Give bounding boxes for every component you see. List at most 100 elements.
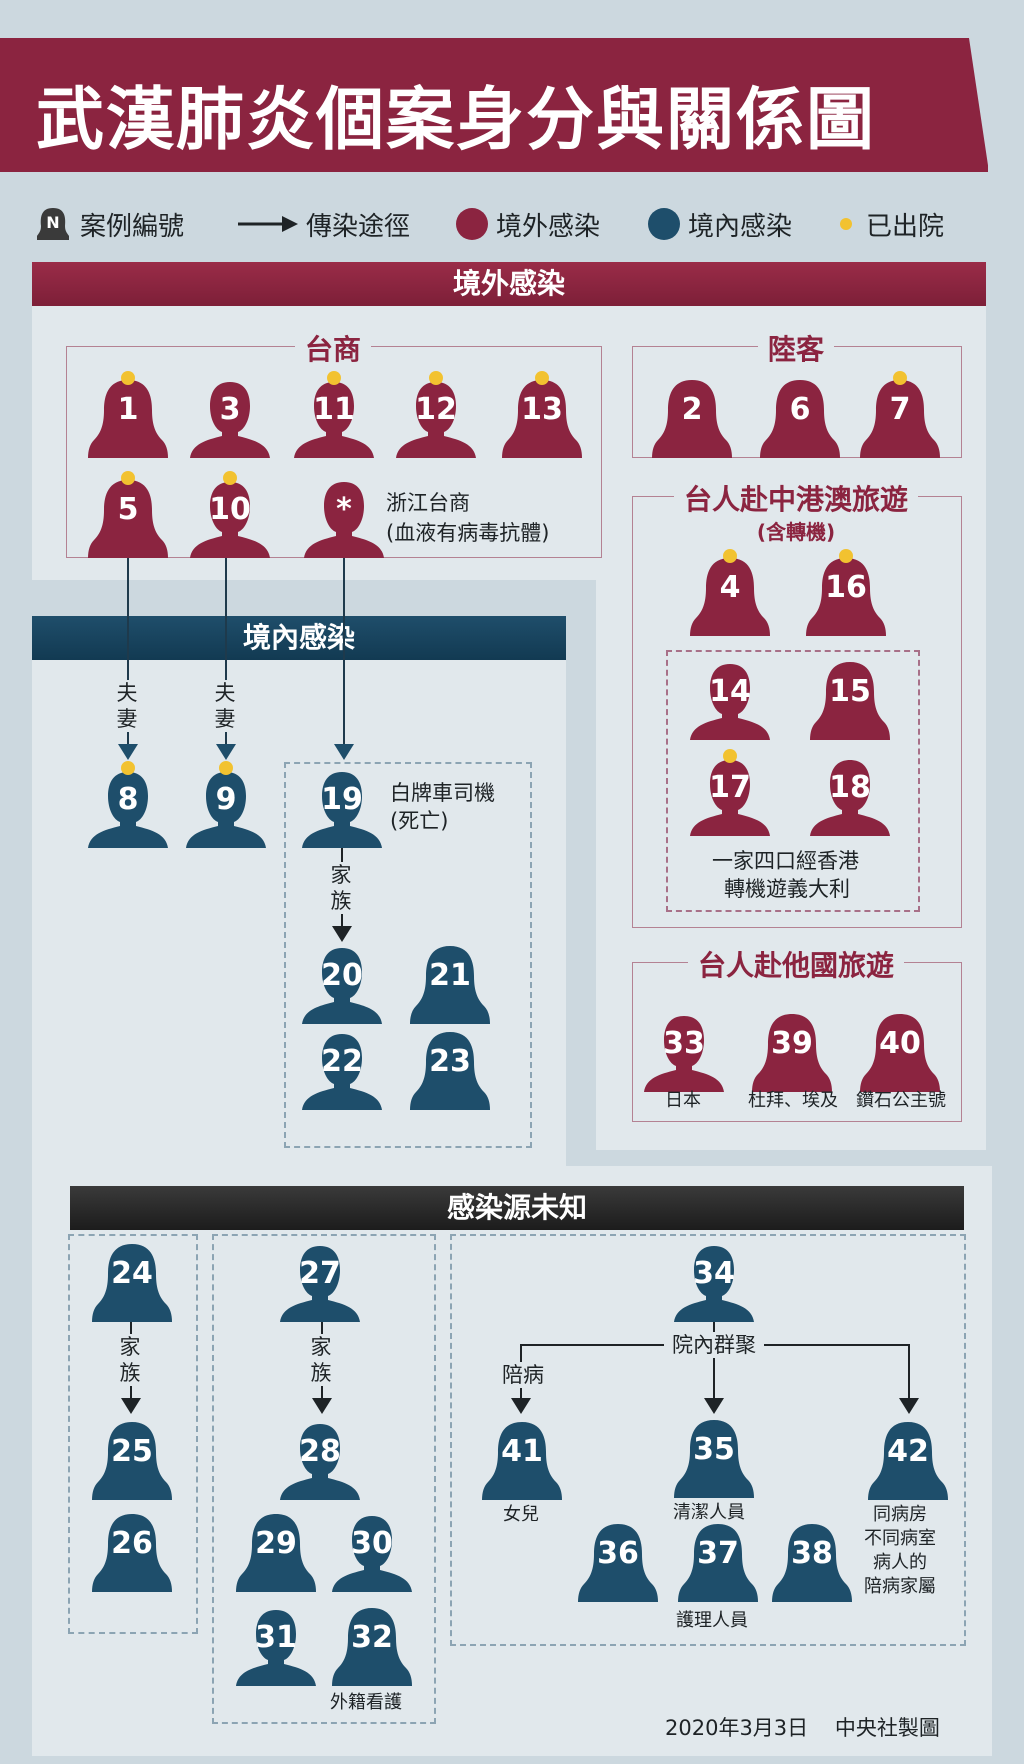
note-room-family-3: 病人的 (873, 1552, 927, 1573)
case-number: 3 (219, 392, 241, 427)
discharged-dot (893, 371, 907, 385)
title-banner: 武漢肺炎個案身分與關係圖 (0, 38, 989, 172)
legend-imported: 境外感染 (456, 204, 600, 244)
unknown-section-header: 感染源未知 (70, 1186, 964, 1230)
note-cleaner: 清潔人員 (673, 1502, 745, 1523)
case-number: 41 (501, 1434, 543, 1469)
note-family-italy-2: 轉機遊義大利 (724, 877, 850, 901)
case-1: 1 (84, 371, 172, 458)
person-silhouette-icon (190, 482, 270, 558)
arrowhead (511, 1398, 531, 1414)
case-number: 37 (697, 1536, 739, 1571)
note-foreign-caregiver: 外籍看護 (330, 1692, 402, 1713)
case-number: 21 (429, 958, 471, 993)
case-number: 8 (117, 782, 139, 817)
person-silhouette-icon (752, 1014, 832, 1092)
case-19: 19 (298, 768, 386, 848)
case-number: 19 (321, 782, 363, 817)
person-silhouette-icon (186, 772, 266, 848)
discharged-dot (121, 371, 135, 385)
arrowhead (332, 926, 352, 942)
group-hospital-cluster (450, 1234, 966, 1646)
line-5-8 (127, 556, 129, 746)
case-badge-text: N (46, 213, 59, 232)
legend-local: 境內感染 (648, 204, 792, 244)
person-silhouette-icon (92, 1244, 172, 1322)
group-title-travel-cn: 台人赴中港澳旅遊 (673, 478, 919, 518)
person-silhouette-icon (410, 1032, 490, 1110)
case-18: 18 (806, 756, 894, 836)
person-silhouette-icon (88, 772, 168, 848)
discharged-dot (121, 471, 135, 485)
person-silhouette-icon (236, 1610, 316, 1686)
case-38: 38 (768, 1522, 856, 1602)
case-number: 34 (693, 1256, 735, 1291)
case-25: 25 (88, 1420, 176, 1500)
arrowhead (121, 1398, 141, 1414)
person-silhouette-icon (294, 382, 374, 458)
case-number: 40 (879, 1026, 921, 1061)
arrowhead (216, 744, 236, 760)
person-silhouette-icon (860, 380, 940, 458)
case-42: 42 (864, 1420, 952, 1500)
case-36: 36 (574, 1522, 662, 1602)
footer-date: 2020年3月3日 (665, 1716, 809, 1740)
case-number: 2 (681, 392, 703, 427)
case-number: 31 (255, 1620, 297, 1655)
person-silhouette-icon (652, 380, 732, 458)
case-12: 12 (392, 371, 480, 458)
discharged-dot (223, 471, 237, 485)
case-number: 6 (789, 392, 811, 427)
person-silhouette-icon (92, 1514, 172, 1592)
group-title-luke: 陸客 (757, 328, 835, 368)
case-14: 14 (686, 660, 774, 740)
group-subtitle-travel-cn: (含轉機) (746, 516, 846, 545)
case-number: 23 (429, 1044, 471, 1079)
case-number: 22 (321, 1044, 363, 1079)
case-37: 37 (674, 1522, 762, 1602)
case-number: 16 (825, 570, 867, 605)
person-silhouette-icon (88, 380, 168, 458)
case-number: 5 (117, 492, 139, 527)
case-39: 39 (748, 1012, 836, 1092)
relation-family-24: 家族 (118, 1334, 142, 1386)
legend-transmission: 傳染途徑 (238, 204, 410, 244)
case-number: 12 (415, 392, 457, 427)
person-silhouette-icon (674, 1420, 754, 1498)
person-silhouette-icon (302, 948, 382, 1024)
note-room-family-1: 同病房 (873, 1504, 927, 1525)
person-silhouette-icon (578, 1524, 658, 1602)
arrowhead (312, 1398, 332, 1414)
note-nurse: 護理人員 (676, 1610, 748, 1631)
person-silhouette-icon (396, 382, 476, 458)
group-title-taishang: 台商 (294, 328, 372, 368)
person-silhouette-icon (190, 382, 270, 458)
arrowhead (704, 1398, 724, 1414)
case-26: 26 (88, 1512, 176, 1592)
person-silhouette-icon (502, 380, 582, 458)
relation-couple-2: 夫妻 (213, 680, 237, 732)
arrowhead (118, 744, 138, 760)
note-room-family-4: 陪病家屬 (864, 1576, 936, 1597)
person-silhouette-icon (678, 1524, 758, 1602)
person-silhouette-icon (868, 1422, 948, 1500)
person-silhouette-icon (410, 946, 490, 1024)
case-35: 35 (670, 1418, 758, 1498)
arrowhead (334, 744, 354, 760)
arrowhead (899, 1398, 919, 1414)
case-number: 1 (117, 392, 139, 427)
discharged-dot (327, 371, 341, 385)
relation-family-19: 家族 (329, 862, 353, 914)
person-silhouette-icon (302, 1034, 382, 1110)
case-number: 17 (709, 770, 751, 805)
case-4: 4 (686, 549, 774, 636)
legend-label-case-number: 案例編號 (80, 211, 185, 242)
label-hospital-cluster: 院內群聚 (664, 1332, 764, 1358)
relation-couple-1: 夫妻 (115, 680, 139, 732)
arrow-icon (238, 216, 298, 232)
case-22: 22 (298, 1030, 386, 1110)
local-section-header: 境內感染 (32, 616, 566, 660)
group-driver-family (284, 762, 532, 1148)
case-40: 40 (856, 1012, 944, 1092)
